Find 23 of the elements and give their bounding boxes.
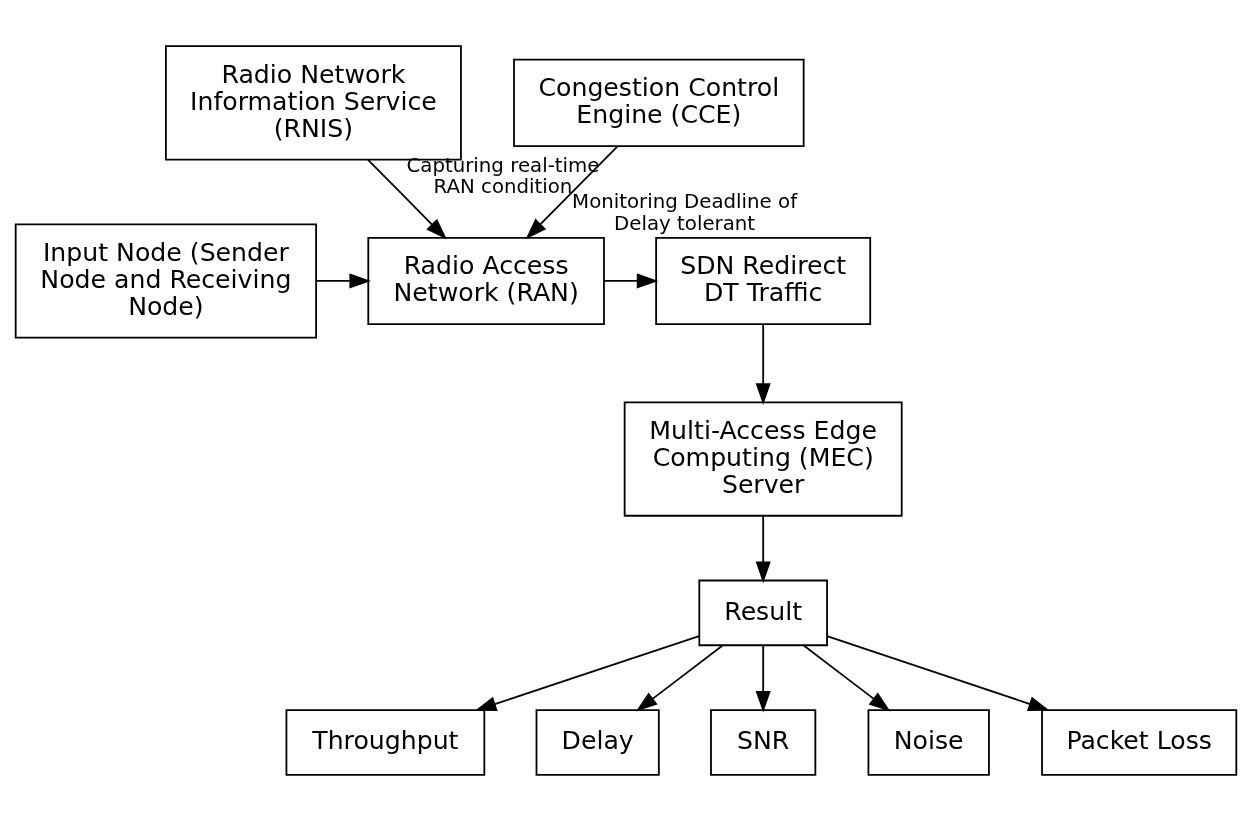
- node-box: Delay: [535, 708, 660, 776]
- node-box: Input Node (Sender Node and Receiving Node): [14, 222, 317, 339]
- arrow: [474, 634, 700, 711]
- arrow: [755, 644, 771, 713]
- node-box: Multi-Access Edge Computing (MEC) Server: [623, 401, 903, 517]
- node-box: Radio Access Network (RAN): [367, 236, 605, 325]
- node-box: SDN Redirect DT Traffic: [655, 236, 872, 325]
- node-box: Noise: [867, 708, 990, 776]
- node-box: Radio Network Information Service (RNIS): [165, 44, 462, 160]
- arrow: [635, 644, 724, 711]
- arrow: [603, 272, 659, 289]
- node-box: Congestion Control Engine (CCE): [513, 58, 805, 147]
- arrow: [755, 323, 771, 405]
- node-box: Packet Loss: [1041, 708, 1238, 776]
- node-box: Result: [698, 579, 828, 646]
- arrow: [525, 145, 618, 239]
- arrow: [367, 158, 447, 240]
- arrow: [803, 644, 891, 711]
- arrow: [826, 634, 1050, 711]
- node-box: Throughput: [285, 708, 486, 776]
- node-box: SNR: [710, 708, 817, 776]
- arrow: [315, 272, 371, 289]
- arrow: [755, 514, 771, 583]
